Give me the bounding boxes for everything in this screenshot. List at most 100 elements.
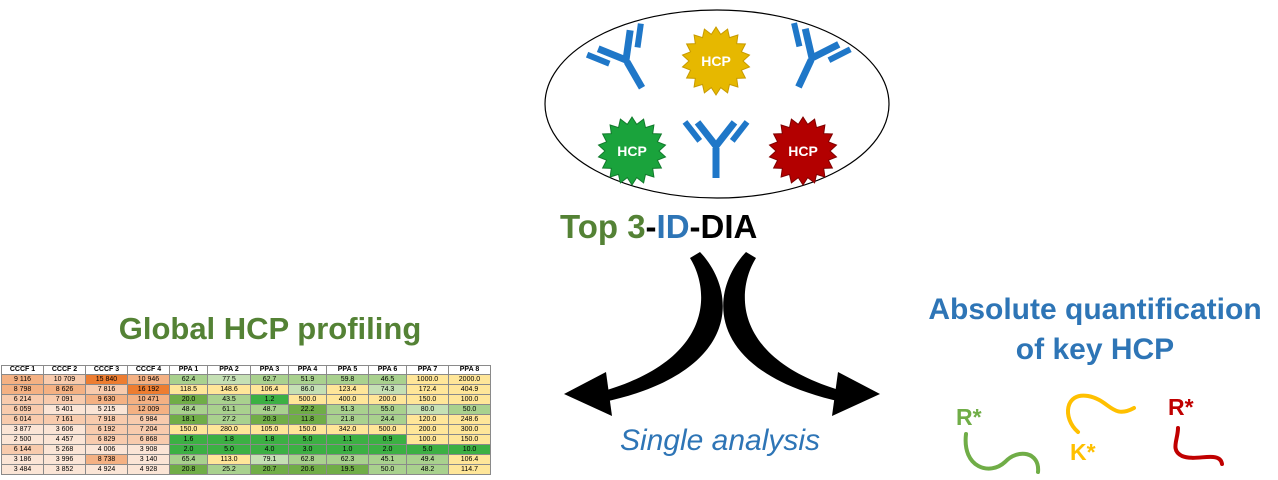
table-cell: 2 500 (1, 434, 44, 445)
table-cell: 7 091 (43, 394, 86, 405)
table-cell: 1.2 (250, 394, 289, 405)
split-arrows (564, 252, 880, 416)
table-cell: 248.6 (448, 414, 491, 425)
table-cell: 6 214 (1, 394, 44, 405)
table-cell: 5.0 (406, 444, 449, 455)
table-cell: 4 457 (43, 434, 86, 445)
table-cell: 2.0 (368, 444, 407, 455)
table-cell: 12 009 (127, 404, 170, 415)
hcp-badge-green: HCP (597, 116, 667, 186)
table-cell: 500.0 (368, 424, 407, 435)
table-header-cell: CCCF 3 (85, 365, 128, 375)
table-cell: 46.5 (368, 374, 407, 385)
table-cell: 62.8 (288, 454, 327, 465)
table-header-cell: PPA 5 (326, 365, 369, 375)
table-cell: 20.6 (288, 464, 327, 475)
table-cell: 3 996 (43, 454, 86, 465)
table-cell: 6 192 (85, 424, 128, 435)
table-cell: 6 984 (127, 414, 170, 425)
table-cell: 114.7 (448, 464, 491, 475)
method-title: Top 3-ID-DIA (560, 208, 758, 245)
table-cell: 280.0 (207, 424, 251, 435)
absolute-quantification-title: Absolute quantification of key HCP (928, 293, 1262, 366)
table-cell: 172.4 (406, 384, 449, 395)
table-cell: 100.0 (406, 434, 449, 445)
table-cell: 80.0 (406, 404, 449, 415)
table-cell: 100.0 (448, 394, 491, 405)
table-cell: 0.9 (368, 434, 407, 445)
peptide-yellow-squiggle (1066, 393, 1136, 434)
table-cell: 404.9 (448, 384, 491, 395)
table-cell: 6 829 (85, 434, 128, 445)
table-cell: 20.3 (250, 414, 289, 425)
table-cell: 3 852 (43, 464, 86, 475)
table-cell: 7 918 (85, 414, 128, 425)
table-cell: 43.5 (207, 394, 251, 405)
table-cell: 106.4 (448, 454, 491, 465)
table-cell: 120.0 (406, 414, 449, 425)
table-cell: 48.2 (406, 464, 449, 475)
table-cell: 22.2 (288, 404, 327, 415)
table-cell: 48.4 (169, 404, 208, 415)
table-cell: 342.0 (326, 424, 369, 435)
table-cell: 5 215 (85, 404, 128, 415)
table-cell: 500.0 (288, 394, 327, 405)
single-analysis-label: Single analysis (619, 424, 821, 457)
table-cell: 400.0 (326, 394, 369, 405)
table-cell: 150.0 (288, 424, 327, 435)
table-header-cell: PPA 8 (448, 365, 491, 375)
table-cell: 1.8 (207, 434, 251, 445)
table-cell: 2.0 (169, 444, 208, 455)
table-cell: 150.0 (406, 394, 449, 405)
table-header-cell: CCCF 4 (127, 365, 170, 375)
table-cell: 1.8 (250, 434, 289, 445)
table-cell: 3.0 (288, 444, 327, 455)
table-cell: 25.2 (207, 464, 251, 475)
table-cell: 55.0 (368, 404, 407, 415)
table-cell: 5 268 (43, 444, 86, 455)
table-cell: 118.5 (169, 384, 208, 395)
hcp-badge-red: HCP (768, 116, 838, 186)
table-cell: 5 401 (43, 404, 86, 415)
table-cell: 77.5 (207, 374, 251, 385)
table-cell: 7 204 (127, 424, 170, 435)
table-cell: 8 738 (85, 454, 128, 465)
table-cell: 3 877 (1, 424, 44, 435)
left-arrow-head (564, 372, 612, 416)
table-cell: 48.7 (250, 404, 289, 415)
peptide-red-squiggle (1173, 426, 1224, 466)
table-cell: 200.0 (368, 394, 407, 405)
peptide-label-k: K* (1070, 439, 1096, 465)
table-cell: 123.4 (326, 384, 369, 395)
table-header-cell: CCCF 2 (43, 365, 86, 375)
hcp-badge-label: HCP (617, 143, 647, 159)
table-cell: 5.0 (288, 434, 327, 445)
table-cell: 62.4 (169, 374, 208, 385)
table-cell: 6 014 (1, 414, 44, 425)
table-cell: 50.0 (448, 404, 491, 415)
table-cell: 10.0 (448, 444, 491, 455)
table-cell: 1000.0 (406, 374, 449, 385)
table-cell: 20.0 (169, 394, 208, 405)
table-cell: 4 006 (85, 444, 128, 455)
table-cell: 86.0 (288, 384, 327, 395)
table-cell: 27.2 (207, 414, 251, 425)
table-header-cell: PPA 3 (250, 365, 289, 375)
table-cell: 10 471 (127, 394, 170, 405)
table-cell: 11.8 (288, 414, 327, 425)
table-header-cell: PPA 4 (288, 365, 327, 375)
peptide-label-r-red: R* (1168, 394, 1194, 420)
table-cell: 8 798 (1, 384, 44, 395)
table-cell: 148.6 (207, 384, 251, 395)
table-cell: 4.0 (250, 444, 289, 455)
left-arrow-body (600, 252, 723, 402)
table-cell: 7 816 (85, 384, 128, 395)
